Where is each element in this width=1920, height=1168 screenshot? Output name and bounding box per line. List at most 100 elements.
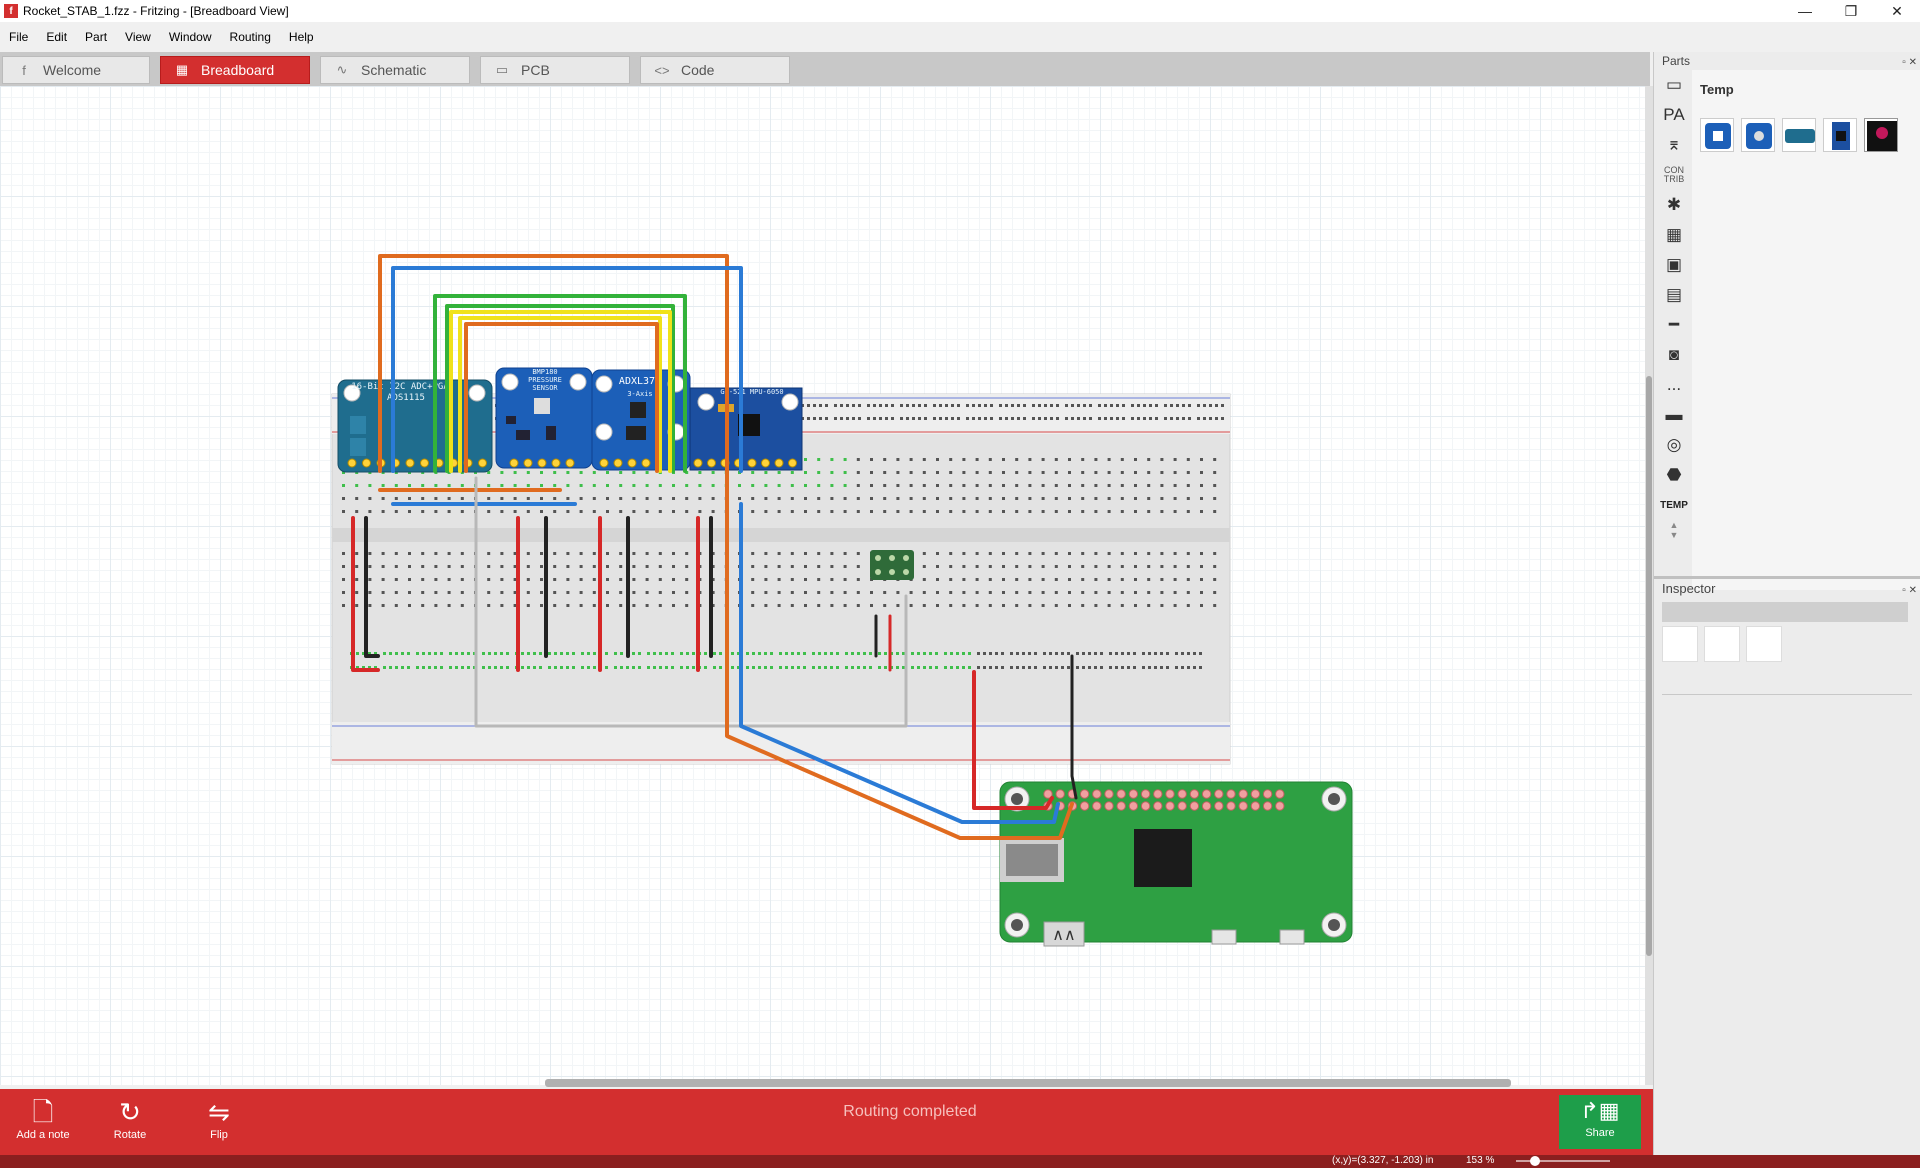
part-thumb-bmp180[interactable] [1741, 118, 1775, 152]
tab-pcb[interactable]: ▭ PCB [480, 56, 630, 84]
tab-label: Breadboard [201, 62, 275, 78]
bin-core[interactable]: ▭ [1665, 75, 1683, 94]
zoom-slider[interactable] [1516, 1160, 1610, 1162]
canvas-horizontal-scrollbar[interactable] [545, 1079, 1511, 1087]
share-icon: ↱▦ [1580, 1098, 1620, 1123]
bin-antenna[interactable]: ◎ [1666, 435, 1682, 454]
fritzing-logo-icon: f [22, 62, 26, 78]
bin-snootlab[interactable]: ▣ [1665, 255, 1683, 274]
bin-scroll-arrows[interactable]: ▲ ▼ [1658, 520, 1690, 540]
scroll-up-icon[interactable]: ▲ [1669, 520, 1679, 530]
bin-seeed[interactable]: ✱ [1666, 195, 1682, 214]
menu-edit[interactable]: Edit [46, 30, 68, 44]
bmp-pin-row [509, 458, 575, 468]
menu-part[interactable]: Part [85, 30, 108, 44]
bin-arduino[interactable]: ⌆ [1666, 135, 1682, 154]
flip-icon: ⇋ [208, 1097, 230, 1127]
tab-code[interactable]: <> Code [640, 56, 790, 84]
maximize-button[interactable]: ❐ [1844, 3, 1858, 19]
menu-routing[interactable]: Routing [229, 30, 271, 44]
inspector-title-field [1662, 602, 1908, 622]
bottom-toolbar: 🗋 Add a note ↻ Rotate ⇋ Flip Routing com… [0, 1089, 1653, 1155]
add-note-button[interactable]: 🗋 Add a note [3, 1095, 83, 1141]
rotate-icon: ↻ [119, 1097, 141, 1127]
adc-title: 16-Bit I2C ADC+PGA [351, 382, 449, 392]
code-icon: <> [654, 62, 670, 78]
routing-status: Routing completed [843, 1103, 977, 1120]
scrollbar-thumb[interactable] [1646, 376, 1652, 956]
part-thumb-rpi-zero[interactable] [1864, 118, 1898, 152]
inspector-dock-controls[interactable]: ▫ ✕ [1902, 585, 1917, 596]
canvas-vertical-scrollbar[interactable] [1645, 86, 1653, 1085]
parts-dock-controls[interactable]: ▫ ✕ [1902, 57, 1917, 68]
ads1115-adc-module[interactable]: 16-Bit I2C ADC+PGA ADS1115 [337, 379, 493, 473]
mpu-title: GY-521 MPU-6050 [720, 388, 783, 396]
flip-button[interactable]: ⇋ Flip [179, 1095, 259, 1141]
share-button[interactable]: ↱▦ Share [1559, 1095, 1641, 1149]
adxl-subtitle: 3-Axis [627, 390, 652, 398]
mpu6050-imu-module[interactable]: GY-521 MPU-6050 [689, 387, 803, 471]
adc-subtitle: ADS1115 [387, 393, 425, 403]
bmp180-sensor-module[interactable]: BMP180 PRESSURE SENSOR [495, 367, 593, 469]
tab-schematic[interactable]: ∿ Schematic [320, 56, 470, 84]
pcb-icon: ▭ [495, 62, 509, 77]
scroll-down-icon[interactable]: ▼ [1669, 530, 1679, 540]
parts-bin-list: ▭ PA ⌆ CON TRIB ✱ ▦ ▣ ▤ ━ ◙ ... ▬ ◎ ⬣ TE… [1658, 70, 1690, 590]
bin-ic[interactable]: ▤ [1665, 285, 1683, 304]
tab-welcome[interactable]: f Welcome [2, 56, 150, 84]
bin-breakout[interactable]: ▬ [1665, 405, 1683, 424]
tab-label: PCB [521, 62, 550, 78]
adxl-pin-row [599, 458, 651, 468]
bin-misc[interactable]: ⬣ [1666, 465, 1682, 484]
parts-panel-header: Parts ▫ ✕ [1654, 52, 1920, 70]
menu-view[interactable]: View [125, 30, 151, 44]
bin-temp[interactable]: TEMP [1660, 499, 1688, 511]
bmp-title: BMP180 [532, 368, 557, 376]
share-label: Share [1585, 1127, 1615, 1139]
title-bar: f Rocket_STAB_1.fzz - Fritzing - [Breadb… [0, 0, 1920, 22]
inspector-pcb-image [1746, 626, 1782, 662]
breadboard-icon: ▦ [175, 62, 189, 77]
inspector-breadboard-image [1662, 626, 1698, 662]
bin-resistor[interactable]: ━ [1668, 315, 1680, 334]
tab-breadboard[interactable]: ▦ Breadboard [160, 56, 310, 84]
bmp-subtitle-2: SENSOR [532, 384, 558, 392]
adxl377-accelerometer-module[interactable]: ADXL377 3-Axis [591, 369, 691, 471]
svg-text:∧∧: ∧∧ [1052, 925, 1075, 944]
tab-label: Schematic [361, 62, 427, 78]
temp-bin-title: Temp [1700, 82, 1734, 97]
bin-sensor[interactable]: ◙ [1668, 345, 1680, 364]
part-thumb-adxl377[interactable] [1782, 118, 1816, 152]
minimize-button[interactable]: — [1798, 3, 1812, 19]
part-thumb-mpu6050[interactable] [1823, 118, 1857, 152]
bin-mine[interactable]: PA [1663, 105, 1685, 124]
zoom-slider-handle[interactable] [1530, 1156, 1540, 1166]
cursor-coordinates: (x,y)=(3.327, -1.203) in [1332, 1155, 1434, 1166]
window-title: Rocket_STAB_1.fzz - Fritzing - [Breadboa… [23, 4, 289, 18]
bin-contrib[interactable]: CON TRIB [1663, 165, 1685, 184]
raspberry-pi-zero[interactable]: ∧∧ [999, 781, 1353, 947]
wires [351, 254, 1078, 840]
header-socket[interactable] [870, 550, 914, 580]
close-button[interactable]: ✕ [1891, 3, 1903, 19]
right-dock: Parts ▫ ✕ ▭ PA ⌆ CON TRIB ✱ ▦ ▣ ▤ ━ ◙ ..… [1653, 52, 1920, 1155]
menu-help[interactable]: Help [288, 30, 314, 44]
circuit-drawing: 16-Bit I2C ADC+PGA ADS1115 BMP180 PRESSU… [331, 254, 1353, 947]
inspector-divider [1662, 694, 1912, 695]
menu-window[interactable]: Window [168, 30, 212, 44]
temp-bin-panel: Temp [1692, 70, 1920, 590]
menu-file[interactable]: File [9, 30, 29, 44]
inspector-schematic-image [1704, 626, 1740, 662]
inspector-panel-header: Inspector ▫ ✕ [1654, 576, 1920, 598]
breadboard-canvas[interactable]: 16-Bit I2C ADC+PGA ADS1115 BMP180 PRESSU… [0, 86, 1645, 1085]
bin-sparkfun[interactable]: ▦ [1665, 225, 1683, 244]
part-thumb-ads1115[interactable] [1700, 118, 1734, 152]
schematic-icon: ∿ [336, 62, 348, 77]
flip-label: Flip [210, 1129, 228, 1141]
menu-bar: File Edit Part View Window Routing Help [0, 22, 1920, 52]
bin-more[interactable]: ... [1666, 375, 1682, 394]
zoom-level: 153 % [1466, 1155, 1495, 1166]
rotate-button[interactable]: ↻ Rotate [90, 1095, 170, 1141]
bmp-subtitle: PRESSURE [528, 376, 562, 384]
